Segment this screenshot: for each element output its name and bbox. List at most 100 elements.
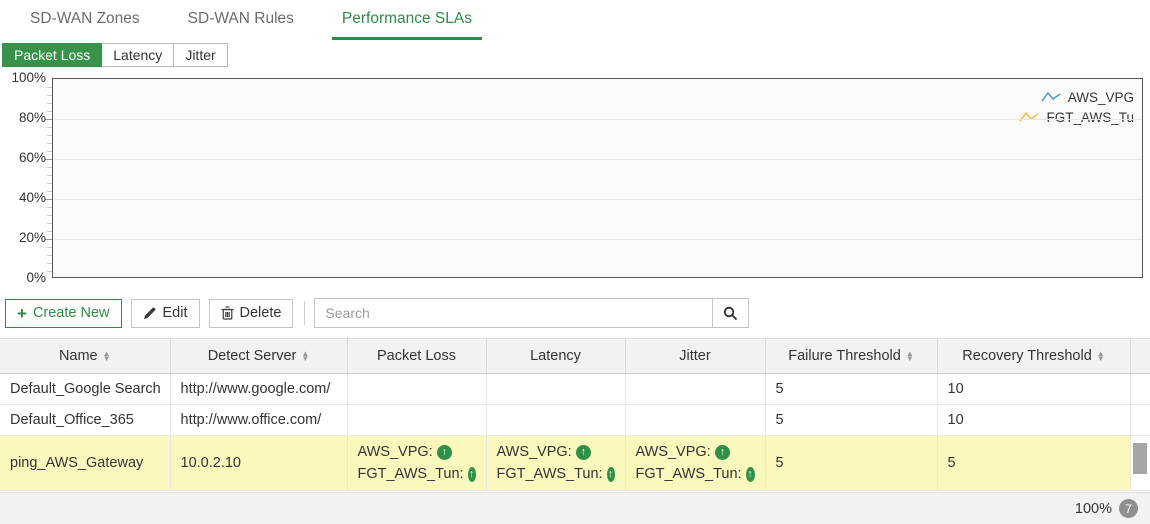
cell-recovery-threshold: 10 [937, 404, 1131, 436]
y-axis-tick [47, 183, 52, 184]
y-axis-tick [47, 127, 52, 128]
status-up-icon: ↑ [436, 444, 452, 460]
metric-tab-packet-loss[interactable]: Packet Loss [2, 43, 103, 67]
toolbar: +Create New Edit Delete [5, 298, 1150, 328]
sla-member: AWS_VPG:↑ [497, 441, 615, 463]
status-up-icon: ↑ [606, 466, 615, 482]
sort-icon: ▲▼ [301, 349, 310, 364]
status-bar: 100% 7 [0, 492, 1150, 524]
page-count-badge[interactable]: 7 [1119, 499, 1138, 518]
toolbar-divider [304, 301, 306, 325]
cell-packet-loss [347, 373, 487, 405]
column-header-label: Failure Threshold [788, 348, 901, 364]
column-header-packet-loss: Packet Loss [347, 338, 487, 374]
legend-line-icon [1019, 110, 1039, 124]
column-header-label: Latency [530, 348, 581, 364]
y-axis-tick [47, 271, 52, 272]
y-axis-label: 60% [18, 150, 46, 165]
tab-performance-slas[interactable]: Performance SLAs [331, 1, 482, 40]
cell-failure-threshold: 5 [765, 373, 938, 405]
sla-member: FGT_AWS_Tun:↑ [636, 463, 755, 485]
edit-button[interactable]: Edit [130, 298, 200, 328]
column-header-spacer [1130, 338, 1150, 374]
status-up-icon: ↑ [745, 466, 755, 482]
delete-label: Delete [239, 305, 282, 321]
tab-sd-wan-zones[interactable]: SD-WAN Zones [30, 10, 140, 27]
y-axis-label: 0% [26, 270, 46, 285]
cell-name: Default_Google Search [0, 373, 171, 405]
sla-table: Name▲▼ Detect Server ▲▼ Packet Loss Latency J… [0, 338, 1150, 491]
sla-member-label: FGT_AWS_Tun: [357, 466, 464, 482]
column-header-label: Detect Server [207, 348, 297, 364]
column-header-detect-server[interactable]: Detect Server ▲▼ [170, 338, 348, 374]
create-new-label: Create New [32, 305, 110, 321]
y-axis-tick [45, 119, 52, 120]
vertical-scrollbar-thumb[interactable] [1133, 443, 1147, 474]
column-header-jitter: Jitter [625, 338, 766, 374]
cell-detect-server: 10.0.2.10 [170, 435, 348, 491]
delete-button[interactable]: Delete [208, 298, 294, 328]
sla-member-label: FGT_AWS_Tun: [635, 466, 742, 482]
metric-tab-latency[interactable]: Latency [102, 43, 175, 67]
y-axis-tick [47, 247, 52, 248]
status-up-icon: ↑ [467, 466, 476, 482]
y-axis-tick [47, 151, 52, 152]
column-header-label: Packet Loss [377, 348, 456, 364]
column-header-label: Name [58, 348, 98, 364]
column-header-failure-threshold[interactable]: Failure Threshold▲▼ [765, 338, 938, 374]
cell-name: ping_AWS_Gateway [0, 435, 171, 491]
y-axis-label: 100% [11, 70, 46, 85]
y-axis-tick [45, 199, 52, 200]
y-axis-tick [47, 215, 52, 216]
y-axis-tick [47, 175, 52, 176]
cell-latency: AWS_VPG:↑ FGT_AWS_Tun:↑ [486, 435, 626, 491]
cell-failure-threshold: 5 [765, 404, 938, 436]
chart-gridline [53, 239, 1142, 240]
y-axis-tick [47, 223, 52, 224]
tab-sd-wan-rules[interactable]: SD-WAN Rules [187, 10, 294, 27]
y-axis-tick [45, 159, 52, 160]
sla-member-label: FGT_AWS_Tun: [496, 466, 603, 482]
y-axis-tick [47, 135, 52, 136]
y-axis-tick [47, 263, 52, 264]
chart-gridline [53, 199, 1142, 200]
legend-line-icon [1041, 90, 1061, 104]
y-axis-tick [47, 207, 52, 208]
chart-gridline [53, 119, 1142, 120]
zoom-level: 100% [1074, 500, 1112, 517]
cell-latency [486, 404, 626, 436]
create-new-button[interactable]: +Create New [5, 298, 122, 328]
sla-member: FGT_AWS_Tun:↑ [358, 463, 476, 485]
cell-name: Default_Office_365 [0, 404, 171, 436]
search-button[interactable] [712, 299, 749, 327]
legend-label: AWS_VPG [1067, 89, 1134, 105]
sla-member-label: AWS_VPG: [635, 444, 711, 460]
sla-member: AWS_VPG:↑ [358, 441, 476, 463]
cell-failure-threshold: 5 [765, 435, 938, 491]
cell-latency [486, 373, 626, 405]
cell-jitter [625, 373, 766, 405]
pencil-icon [143, 306, 157, 320]
column-header-name[interactable]: Name▲▼ [0, 338, 171, 374]
column-header-recovery-threshold[interactable]: Recovery Threshold▲▼ [937, 338, 1131, 374]
cell-jitter: AWS_VPG: ↑FGT_AWS_Tun:↑ [625, 435, 766, 491]
y-axis-tick [47, 111, 52, 112]
cell-jitter [625, 404, 766, 436]
y-axis-label: 80% [18, 110, 46, 125]
metric-tab-jitter[interactable]: Jitter [174, 43, 228, 67]
y-axis-label: 20% [18, 230, 46, 245]
y-axis-tick [47, 103, 52, 104]
y-axis-tick [47, 255, 52, 256]
y-axis-tick [47, 143, 52, 144]
sla-member-label: AWS_VPG: [496, 444, 572, 460]
search-input[interactable] [315, 299, 713, 327]
cell-recovery-threshold: 10 [937, 373, 1131, 405]
